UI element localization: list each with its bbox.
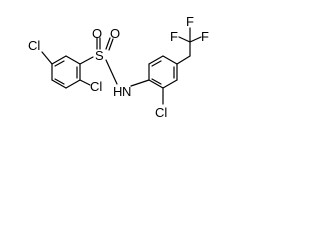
bond-nitrogen-ring (130, 79, 150, 87)
atom-oxygen-right: O (110, 26, 120, 41)
atom-cl-ortho: Cl (90, 79, 102, 94)
structure-canvas: Cl Cl S O O N H F F F Cl (0, 0, 243, 147)
right-benzene-ring (148, 55, 178, 89)
atom-fluorine-right: F (201, 29, 209, 44)
sulfonyl-double-bonds (96, 37, 114, 51)
bond-ring-sulfur (79, 56, 94, 65)
bond-sulfur-nitrogen (105, 59, 118, 85)
atom-nitrogen: N (122, 84, 131, 99)
left-benzene-ring (51, 55, 81, 89)
trifluoromethyl-group (176, 27, 202, 65)
atom-fluorine-left: F (170, 29, 178, 44)
bond-cl-left (41, 51, 53, 65)
atom-hydrogen: H (113, 84, 122, 99)
bond-cl-ortho (79, 79, 91, 86)
atom-cl-bottom: Cl (155, 105, 167, 120)
atom-cl-left: Cl (28, 38, 40, 53)
atom-sulfur: S (95, 48, 104, 63)
atom-fluorine-top: F (186, 14, 194, 29)
atom-oxygen-left: O (92, 26, 102, 41)
molecule-diagram: Cl Cl S O O N H F F F Cl (28, 14, 209, 120)
